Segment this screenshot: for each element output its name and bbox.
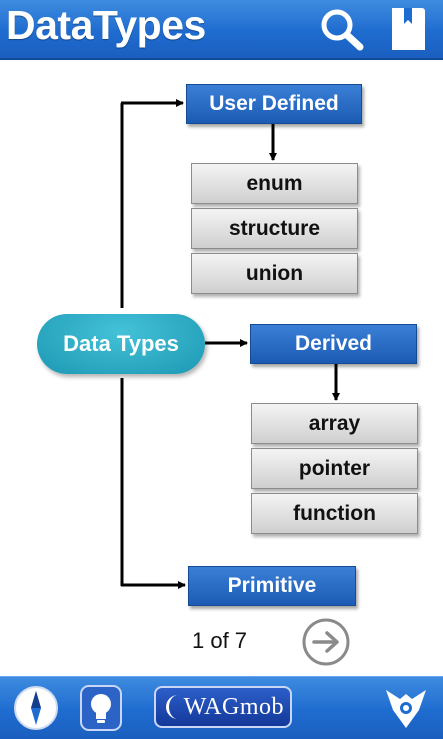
root-node-data-types: Data Types bbox=[37, 314, 205, 374]
child-union: union bbox=[191, 253, 358, 294]
page-indicator: 1 of 7 bbox=[192, 628, 248, 653]
child-structure: structure bbox=[191, 208, 358, 249]
child-array: array bbox=[251, 403, 418, 444]
crescent-moon-icon bbox=[166, 695, 178, 719]
branch-user-defined: User Defined bbox=[186, 84, 362, 124]
app-header: DataTypes bbox=[0, 0, 443, 60]
app-title: DataTypes bbox=[6, 2, 206, 48]
child-pointer: pointer bbox=[251, 448, 418, 489]
bottom-toolbar: WAGmob bbox=[0, 676, 443, 739]
branch-derived: Derived bbox=[250, 324, 417, 364]
search-icon[interactable] bbox=[318, 6, 366, 52]
lightbulb-icon[interactable] bbox=[80, 685, 122, 731]
arrow-right-circle-icon[interactable] bbox=[301, 617, 351, 667]
diagram-connectors bbox=[120, 99, 340, 589]
child-enum: enum bbox=[191, 163, 358, 204]
bookmark-icon[interactable] bbox=[386, 6, 430, 52]
wagmob-button[interactable]: WAGmob bbox=[154, 686, 292, 728]
wagmob-label: WAGmob bbox=[183, 693, 284, 720]
compass-icon[interactable] bbox=[12, 684, 60, 732]
data-types-diagram: Data Types User Defined enum structure u… bbox=[0, 60, 443, 615]
branch-primitive: Primitive bbox=[188, 566, 356, 606]
share-icon[interactable] bbox=[381, 684, 431, 734]
child-function: function bbox=[251, 493, 418, 534]
